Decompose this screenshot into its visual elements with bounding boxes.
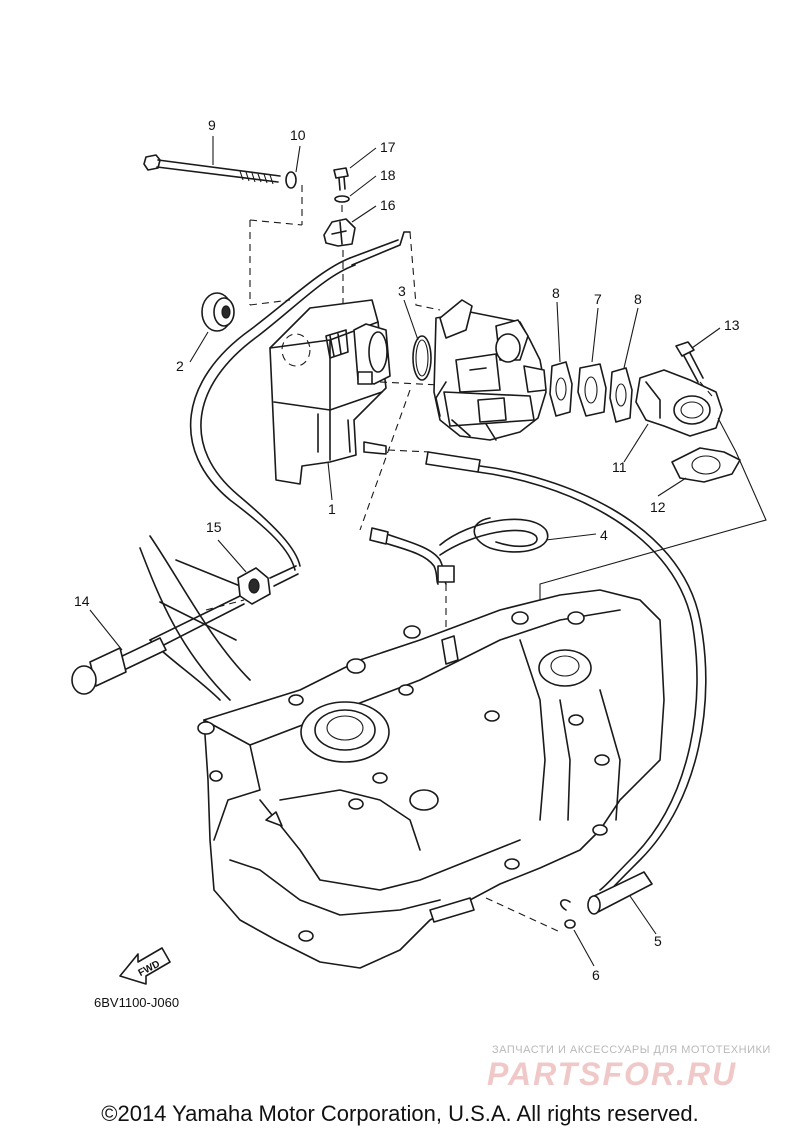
part-17-screw[interactable] <box>333 167 349 191</box>
callout-9[interactable]: 9 <box>208 117 216 133</box>
part-7-insulator[interactable] <box>577 363 607 417</box>
callout-13[interactable]: 13 <box>724 317 740 333</box>
callouts: 9 10 17 18 16 3 2 1 8 7 8 13 11 12 4 15 … <box>74 117 740 983</box>
part-2-grommet[interactable] <box>201 292 235 332</box>
part-8-gasket-b[interactable] <box>609 367 633 423</box>
assembly-line <box>485 897 561 933</box>
part-10-washer[interactable] <box>285 171 297 189</box>
carburetor-assembly[interactable] <box>433 299 547 441</box>
callout-14[interactable]: 14 <box>74 593 90 609</box>
callout-4[interactable]: 4 <box>600 527 608 543</box>
choke-link-rod[interactable] <box>349 231 411 266</box>
copyright-notice: ©2014 Yamaha Motor Corporation, U.S.A. A… <box>101 1101 699 1126</box>
callout-10[interactable]: 10 <box>290 127 306 143</box>
fuel-hose-top[interactable] <box>425 451 481 473</box>
callout-11[interactable]: 11 <box>612 459 627 475</box>
callout-18[interactable]: 18 <box>380 167 396 183</box>
part-12-gasket[interactable] <box>671 447 741 483</box>
diagram-code: 6BV1100-J060 <box>94 995 180 1010</box>
part-18-washer[interactable] <box>334 195 350 203</box>
part-6-clip[interactable] <box>559 899 576 929</box>
bracket-line <box>539 417 767 610</box>
callout-1[interactable]: 1 <box>328 501 336 517</box>
part-5-fuel-hose[interactable] <box>587 871 653 915</box>
callout-3[interactable]: 3 <box>398 283 406 299</box>
callout-7[interactable]: 7 <box>594 291 602 307</box>
callout-12[interactable]: 12 <box>650 499 666 515</box>
callout-5[interactable]: 5 <box>654 933 662 949</box>
cable-end[interactable] <box>269 565 299 587</box>
callout-2[interactable]: 2 <box>176 358 184 374</box>
part-16-clamp[interactable] <box>323 218 356 247</box>
fwd-arrow-icon: FWD <box>119 947 171 985</box>
part-15-grommet[interactable] <box>237 567 271 605</box>
part-1-intake-silencer[interactable] <box>269 299 391 485</box>
engine-block <box>197 589 665 969</box>
callout-8b[interactable]: 8 <box>634 291 642 307</box>
part-9-bolt[interactable] <box>143 154 281 185</box>
leader-lines <box>89 136 721 967</box>
assembly-line <box>699 381 713 397</box>
cable-loop[interactable] <box>189 257 351 571</box>
part-14-choke-knob[interactable] <box>71 595 245 695</box>
fuel-hose-long[interactable] <box>479 465 707 897</box>
watermark-tagline: ЗАПЧАСТИ И АКСЕССУАРЫ ДЛЯ МОТОТЕХНИКИ <box>492 1044 771 1056</box>
assembly-line <box>359 381 441 531</box>
callout-17[interactable]: 17 <box>380 139 396 155</box>
callout-16[interactable]: 16 <box>380 197 396 213</box>
watermark-logo: PARTSFOR.RU <box>487 1056 738 1092</box>
part-8-gasket-a[interactable] <box>549 361 573 417</box>
callout-8a[interactable]: 8 <box>552 285 560 301</box>
callout-15[interactable]: 15 <box>206 519 222 535</box>
assembly-line <box>409 231 441 311</box>
lower-cowling-edge <box>139 535 251 701</box>
assembly-line <box>249 299 291 306</box>
part-3-o-ring[interactable] <box>412 335 432 381</box>
assembly-line <box>341 205 344 320</box>
assembly-line <box>249 185 303 305</box>
part-11-intake-manifold[interactable] <box>635 369 723 437</box>
part-4-fuel-hose[interactable] <box>369 517 549 585</box>
part-13-bolt[interactable] <box>675 341 704 383</box>
callout-6[interactable]: 6 <box>592 967 600 983</box>
